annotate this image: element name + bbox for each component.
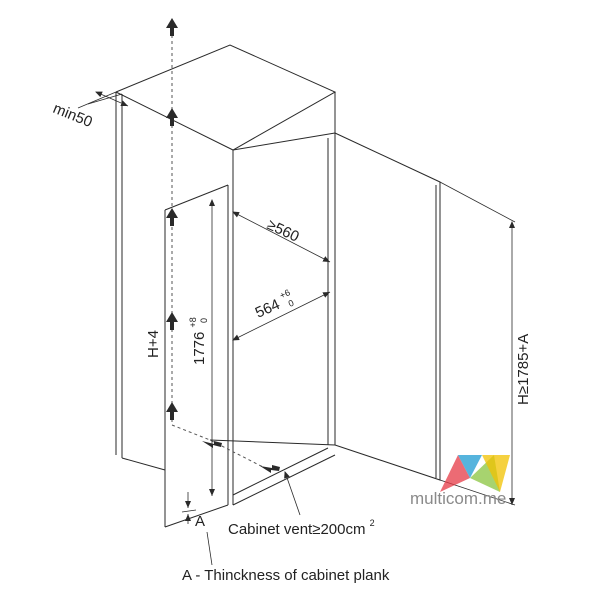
min50-label: min50 xyxy=(51,100,95,131)
plank-dimension: A xyxy=(181,492,213,566)
airflow-path xyxy=(166,18,280,473)
plinth-back xyxy=(232,447,329,496)
airflow-arrow-icon xyxy=(166,208,178,226)
width-label: 564 +6 0 xyxy=(249,281,299,323)
gap-dimension: ≥560 xyxy=(232,211,331,263)
cabinet-top-front-edge xyxy=(232,132,336,151)
gap-label: ≥560 xyxy=(264,216,301,245)
door-bottom-edge xyxy=(164,504,229,528)
appliance-height-dimension: 1776 +8 0 xyxy=(183,199,215,496)
door-top-edge xyxy=(164,184,229,211)
watermark-logo-shape xyxy=(458,455,482,478)
plinth-top xyxy=(209,439,336,446)
cabinet-back-base xyxy=(121,457,166,471)
vent-label: Cabinet vent≥200cm 2 xyxy=(228,518,375,538)
caption: A - Thinckness of cabinet plank xyxy=(182,567,390,584)
airflow-bottom xyxy=(171,424,266,469)
plank-label: A xyxy=(195,513,205,530)
airflow-arrow-icon xyxy=(166,402,178,420)
vent-callout: Cabinet vent≥200cm 2 xyxy=(228,471,375,538)
niche-height-label: H≥1785+A xyxy=(515,334,532,405)
door-right-panel xyxy=(334,132,441,481)
airflow-arrow-top-icon xyxy=(166,18,178,36)
airflow-arrow-icon xyxy=(166,108,178,126)
airflow-arrow-icon xyxy=(166,312,178,330)
watermark: multicom.me xyxy=(410,455,510,508)
airflow-arrow-bottom-icon xyxy=(260,465,280,473)
cabinet-top-face xyxy=(115,44,337,151)
niche-height-dimension: H≥1785+A xyxy=(439,181,532,506)
height-offset-label: H+4 xyxy=(145,330,162,358)
watermark-logo-icon xyxy=(440,455,470,492)
width-dimension: 564 +6 0 xyxy=(232,281,331,341)
plinth-front xyxy=(232,454,336,506)
watermark-text: multicom.me xyxy=(410,489,506,508)
watermark-logo-shape xyxy=(482,455,510,492)
appliance-height-label: 1776 +8 0 xyxy=(183,313,209,365)
cabinet-outline xyxy=(115,44,441,528)
